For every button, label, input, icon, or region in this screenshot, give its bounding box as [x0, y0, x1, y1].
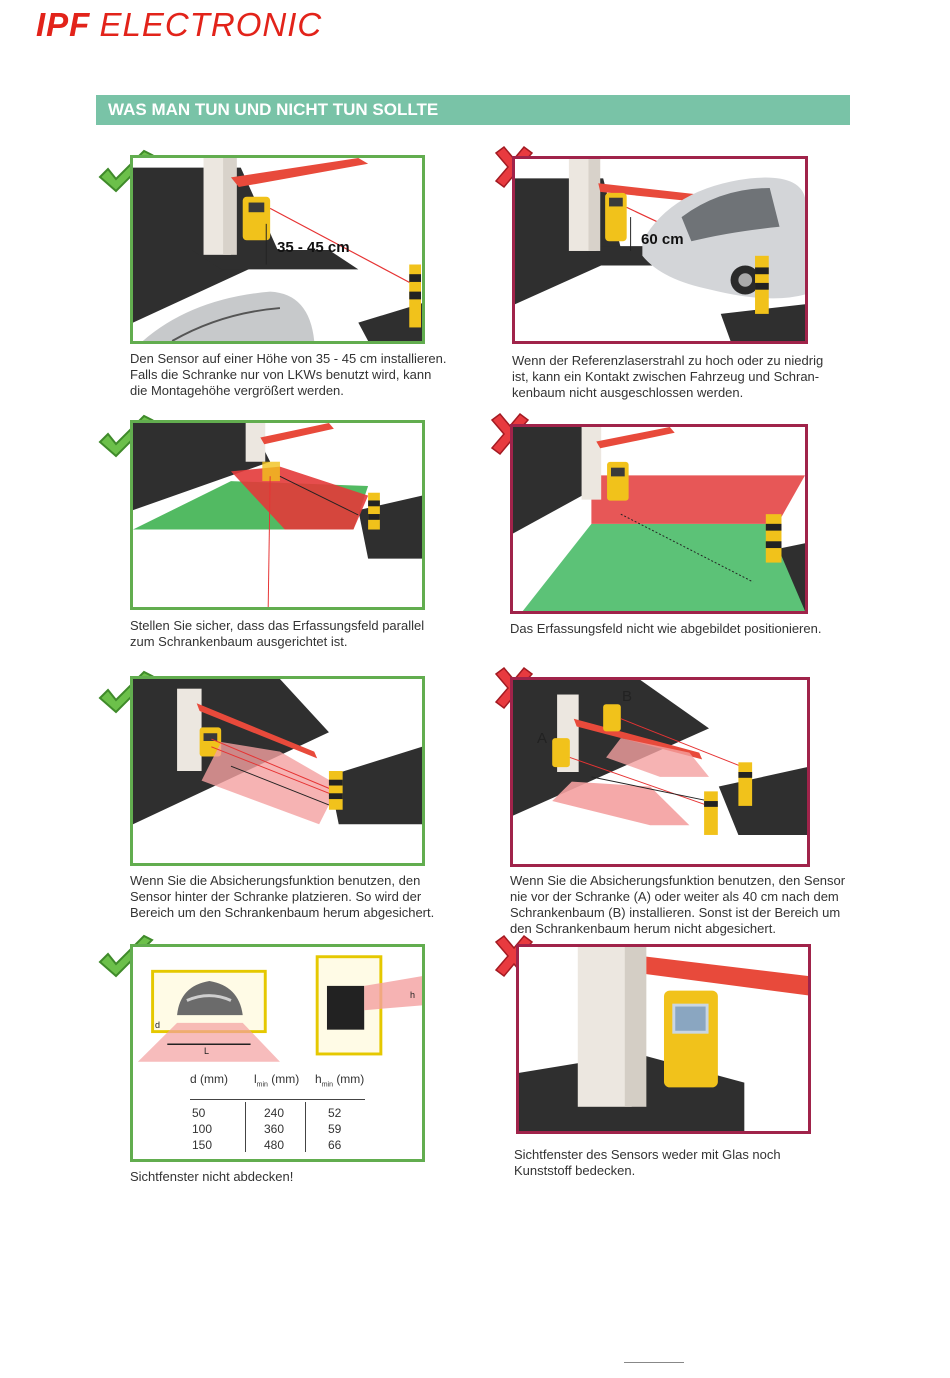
spec-header-d: d (mm)	[190, 1072, 228, 1086]
caption-mounting-height-wrong: Wenn der Referenzlaserstrahl zu hoch ode…	[512, 353, 823, 401]
diagram-label-l: L	[204, 1046, 210, 1056]
caption-line: die Montagehöhe vergrößert werden.	[130, 383, 344, 398]
mounting-height-label: 60 cm	[641, 231, 684, 248]
caption-viewing-window-covered: Sichtfenster des Sensors weder mit Glas …	[514, 1147, 781, 1179]
caption-line: Stellen Sie sicher, dass das Erfassungsf…	[130, 618, 425, 633]
brand-logo: IPF ELECTRONIC	[36, 6, 322, 44]
illustration-mounting-height-wrong	[512, 156, 808, 344]
spec-divider	[190, 1099, 365, 1100]
spec-cell: 480	[264, 1138, 285, 1152]
caption-line: Sichtfenster nicht abdecken!	[130, 1169, 294, 1184]
caption-line: Bereich um den Schrankenbaum herum abges…	[130, 905, 435, 920]
caption-viewing-window-clear: Sichtfenster nicht abdecken!	[130, 1169, 293, 1185]
diagram-label-d: d	[155, 1020, 161, 1030]
caption-line: Kunststoff bedecken.	[514, 1163, 636, 1178]
caption-line: Wenn Sie die Absicherungsfunktion benutz…	[130, 873, 421, 888]
spec-header-l-symbol: l	[254, 1072, 257, 1086]
spec-cell: 360	[264, 1122, 285, 1136]
illustration-safety-function-correct	[130, 676, 425, 866]
logo-text: ELECTRONIC	[99, 6, 323, 43]
logo-mark: IPF	[36, 6, 91, 43]
diagram-label-h: h	[410, 990, 416, 1000]
caption-line: Wenn der Referenzlaserstrahl zu hoch ode…	[512, 353, 824, 368]
spec-header-h-sub: min	[321, 1081, 333, 1089]
mounting-height-label: 35 - 45 cm	[277, 239, 350, 256]
spec-header-l-sub: min	[256, 1081, 268, 1089]
spec-divider	[305, 1102, 306, 1152]
footer-divider	[624, 1362, 684, 1363]
spec-header-h-unit: (mm)	[336, 1072, 365, 1086]
caption-line: Wenn Sie die Absicherungsfunktion benutz…	[510, 873, 846, 888]
caption-safety-function-wrong: Wenn Sie die Absicherungsfunktion benutz…	[510, 873, 845, 937]
caption-detection-field-wrong: Das Erfassungsfeld nicht wie abgebildet …	[510, 621, 821, 637]
caption-line: den Schrankenbaum herum nicht abgesicher…	[510, 921, 776, 936]
illustration-detection-field-parallel	[130, 420, 425, 610]
spec-cell: 66	[328, 1138, 342, 1152]
caption-detection-field-parallel: Stellen Sie sicher, dass das Erfassungsf…	[130, 618, 424, 650]
position-label-b: B	[622, 688, 633, 705]
caption-line: nie vor der Schranke (A) oder weiter als…	[510, 889, 839, 904]
spec-cell: 150	[192, 1138, 213, 1152]
position-label-a: A	[537, 730, 548, 747]
caption-line: Schrankenbaum (B) installieren. Sonst is…	[510, 905, 841, 920]
caption-safety-function-correct: Wenn Sie die Absicherungsfunktion benutz…	[130, 873, 434, 921]
spec-cell: 59	[328, 1122, 342, 1136]
spec-cell: 240	[264, 1106, 285, 1120]
illustration-mounting-height-correct	[130, 155, 425, 344]
spec-header-l-unit: (mm)	[271, 1072, 300, 1086]
illustration-viewing-window-clear	[130, 944, 425, 1162]
caption-line: Sensor hinter der Schranke platzieren. S…	[130, 889, 422, 904]
illustration-safety-function-wrong	[510, 677, 810, 867]
spec-header-l: lmin (mm)	[254, 1072, 299, 1088]
spec-header-h: hmin (mm)	[315, 1072, 364, 1088]
caption-mounting-height-correct: Den Sensor auf einer Höhe von 35 - 45 cm…	[130, 351, 447, 399]
caption-line: Falls die Schranke nur von LKWs benutzt …	[130, 367, 432, 382]
illustration-viewing-window-covered	[516, 944, 811, 1134]
caption-line: ist, kann ein Kontakt zwischen Fahrzeug …	[512, 369, 820, 384]
caption-line: kenbaum nicht ausgeschlossen werden.	[512, 385, 744, 400]
spec-divider	[245, 1102, 246, 1152]
caption-line: Das Erfassungsfeld nicht wie abgebildet …	[510, 621, 822, 636]
section-title: WAS MAN TUN UND NICHT TUN SOLLTE	[96, 95, 850, 125]
spec-header-h-symbol: h	[315, 1072, 322, 1086]
caption-line: zum Schrankenbaum ausgerichtet ist.	[130, 634, 348, 649]
spec-cell: 52	[328, 1106, 342, 1120]
caption-line: Sichtfenster des Sensors weder mit Glas …	[514, 1147, 781, 1162]
spec-cell: 50	[192, 1106, 206, 1120]
caption-line: Den Sensor auf einer Höhe von 35 - 45 cm…	[130, 351, 447, 366]
illustration-detection-field-wrong	[510, 424, 808, 614]
spec-cell: 100	[192, 1122, 213, 1136]
